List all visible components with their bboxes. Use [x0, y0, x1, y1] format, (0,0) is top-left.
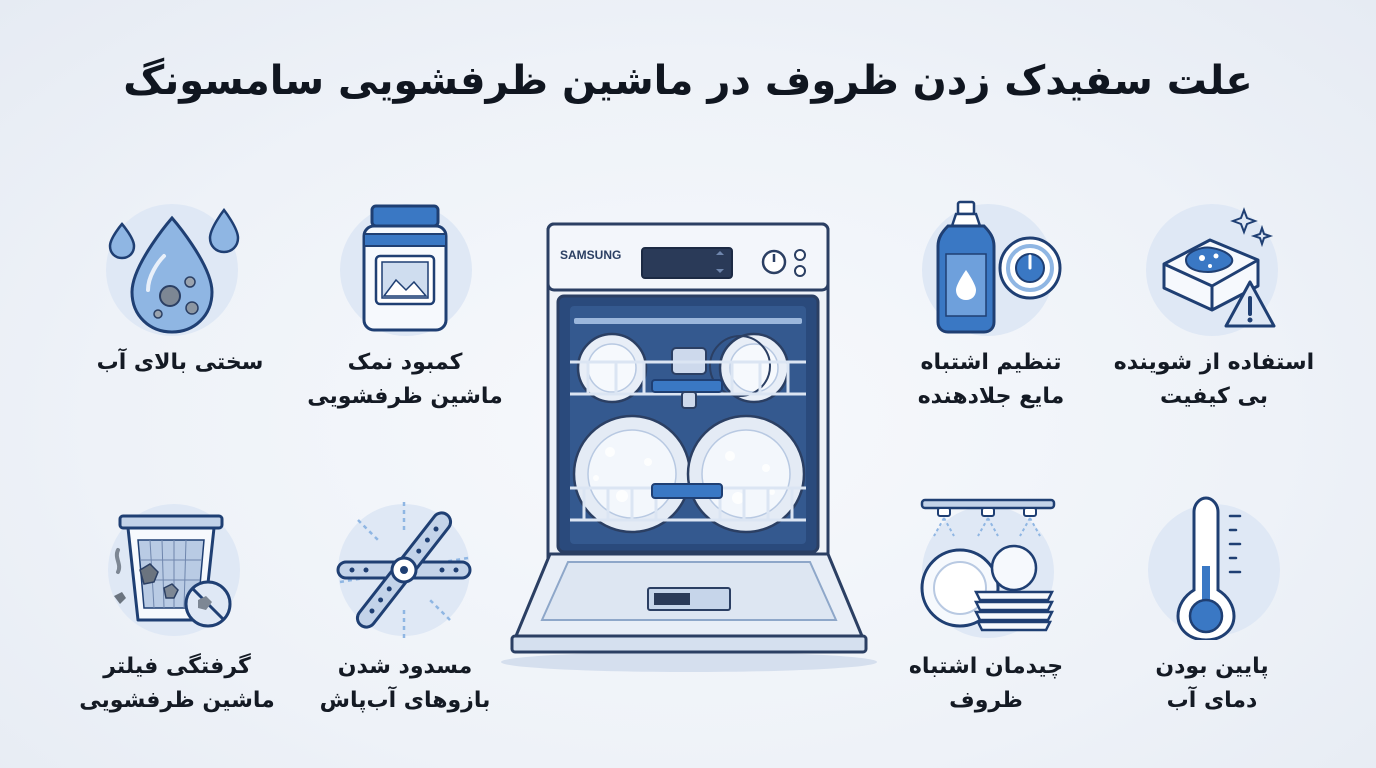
cause-label: گرفتگی فیلتر ماشین ظرفشویی — [79, 654, 275, 713]
page-title: علت سفیدک زدن ظروف در ماشین ظرفشویی سامس… — [123, 58, 1253, 104]
cause-bad-detergent: استفاده از شوینده بی کیفیت — [1106, 196, 1322, 426]
cause-label: استفاده از شوینده بی کیفیت — [1113, 350, 1315, 409]
stacked-dishes-icon — [916, 496, 1060, 640]
thermometer-icon — [1144, 496, 1284, 640]
cause-low-salt: کمبود نمک ماشین ظرفشویی — [300, 196, 510, 426]
cause-label: سختی بالای آب — [96, 350, 264, 375]
detergent-tablet-warning-icon — [1146, 200, 1286, 340]
cause-label: کمبود نمک ماشین ظرفشویی — [307, 350, 503, 409]
cause-label: پایین بودن دمای آب — [1155, 654, 1269, 713]
cause-blocked-spray-arms: مسدود شدن بازوهای آب‌پاش — [302, 492, 508, 728]
spray-arm-icon — [332, 498, 476, 642]
cause-wrong-loading: چیدمان اشتباه ظروف — [886, 492, 1086, 728]
clogged-filter-icon — [104, 500, 244, 640]
cause-label: چیدمان اشتباه ظروف — [908, 654, 1064, 713]
cause-low-temperature: پایین بودن دمای آب — [1112, 492, 1312, 728]
water-drops-icon — [102, 200, 252, 340]
cause-hard-water: سختی بالای آب — [80, 196, 280, 396]
brand-label: SAMSUNG — [560, 248, 621, 262]
dishwasher-illustration: SAMSUNG — [498, 216, 880, 676]
cause-label: مسدود شدن بازوهای آب‌پاش — [319, 654, 491, 713]
rinse-aid-bottle-icon — [916, 198, 1066, 340]
salt-container-icon — [336, 200, 476, 340]
cause-rinse-aid: تنظیم اشتباه مایع جلادهنده — [886, 196, 1096, 426]
cause-label: تنظیم اشتباه مایع جلادهنده — [917, 350, 1065, 409]
cause-clogged-filter: گرفتگی فیلتر ماشین ظرفشویی — [72, 492, 282, 728]
